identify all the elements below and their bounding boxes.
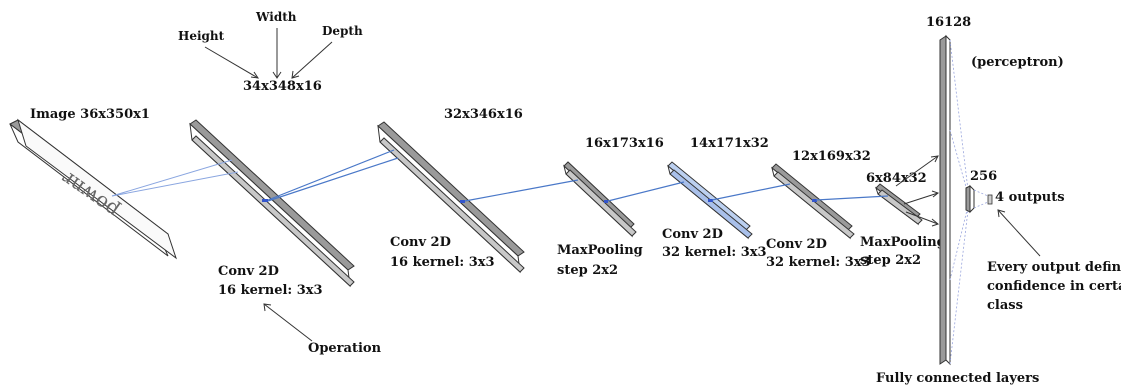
conv4-op-label-line2: 32 kernel: 3x3	[766, 255, 871, 270]
dimension-arrows	[204, 28, 333, 79]
pool1-layer	[563, 161, 637, 238]
pool1-op-label-line1: MaxPooling	[557, 243, 643, 258]
output-note-line2: confidence in certain	[987, 279, 1121, 294]
conv2-op-label-line1: Conv 2D	[390, 235, 451, 250]
conv4-marker	[812, 199, 817, 202]
layer-connections	[111, 149, 889, 202]
hidden-size-label: 256	[970, 169, 997, 184]
conv1-layer	[189, 119, 355, 288]
pool2-shape-label: 6x84x32	[866, 171, 927, 186]
operation-arrow	[263, 303, 313, 342]
conv4-layer	[771, 163, 855, 240]
conv2-op-label-line2: 16 kernel: 3x3	[390, 255, 495, 270]
conv1-op-label-line2: 16 kernel: 3x3	[218, 283, 323, 298]
fc-fan-lines	[949, 39, 969, 365]
hidden-layer	[965, 184, 989, 214]
pool2-op-label-line1: MaxPooling	[860, 235, 946, 250]
output-layer	[987, 194, 993, 205]
conv4-shape-label: 12x169x32	[792, 149, 871, 164]
conv3-layer	[667, 161, 753, 240]
conv3-marker	[708, 199, 713, 202]
fc-column	[939, 34, 951, 366]
pool1-marker	[604, 200, 608, 203]
output-note-line3: class	[987, 298, 1023, 313]
operation-label: Operation	[308, 341, 382, 356]
height-label: Height	[178, 29, 225, 43]
output-note-line1: Every output defines	[987, 260, 1121, 275]
input-image-layer: pownr	[9, 118, 177, 260]
output-note-arrow	[997, 209, 1041, 257]
pool1-shape-label: 16x173x16	[585, 136, 664, 151]
conv4-op-label-line1: Conv 2D	[766, 237, 827, 252]
width-label: Width	[255, 10, 297, 24]
perceptron-label: (perceptron)	[971, 55, 1064, 70]
fc-size-label: 16128	[926, 15, 971, 30]
fc-caption: Fully connected layers	[876, 371, 1039, 386]
conv2-marker	[460, 200, 465, 203]
conv1-marker	[262, 199, 268, 202]
conv3-shape-label: 14x171x32	[690, 136, 769, 151]
conv2-shape-label: 32x346x16	[444, 107, 523, 122]
conv3-op-label-line2: 32 kernel: 3x3	[662, 245, 767, 260]
input-shape-label: Image 36x350x1	[30, 107, 150, 122]
conv2-layer	[377, 121, 525, 274]
outputs-label: 4 outputs	[995, 190, 1065, 205]
pool2-op-label-line2: step 2x2	[860, 253, 921, 268]
conv1-shape-label: 34x348x16	[243, 79, 322, 94]
depth-label: Depth	[322, 24, 363, 38]
conv1-op-label-line1: Conv 2D	[218, 264, 279, 279]
flatten-arrows	[895, 155, 940, 227]
pool1-op-label-line2: step 2x2	[557, 263, 618, 278]
conv3-op-label-line1: Conv 2D	[662, 227, 723, 242]
pool2-layer	[875, 183, 923, 226]
